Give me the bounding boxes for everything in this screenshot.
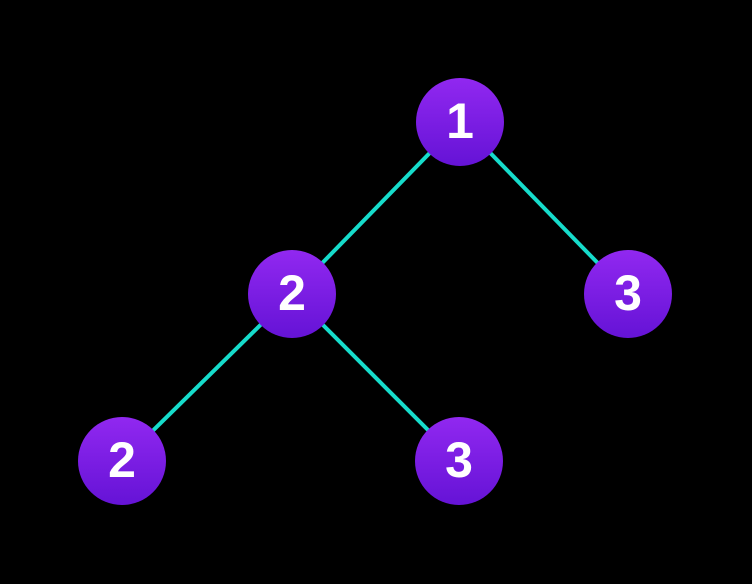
tree-node-label: 3: [445, 432, 473, 488]
tree-node-label: 2: [108, 432, 136, 488]
tree-node-label: 2: [278, 265, 306, 321]
tree-node-right: 3: [584, 250, 672, 338]
tree-node-label: 3: [614, 265, 642, 321]
tree-node-left-left: 2: [78, 417, 166, 505]
tree-node-root: 1: [416, 78, 504, 166]
tree-node-left: 2: [248, 250, 336, 338]
tree-node-left-right: 3: [415, 417, 503, 505]
tree-node-label: 1: [446, 93, 474, 149]
